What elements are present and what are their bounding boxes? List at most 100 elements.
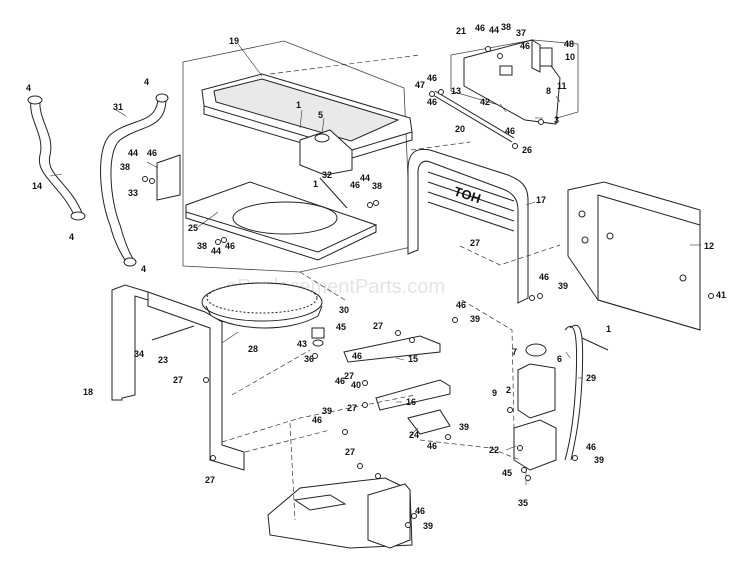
panel-part-12 <box>567 181 701 331</box>
bracket-part-22 <box>513 419 557 471</box>
callout-46o: 46 <box>539 272 549 282</box>
callout-44b: 44 <box>211 246 221 256</box>
assembly-21-outline <box>450 39 579 121</box>
callout-46g: 46 <box>312 415 322 425</box>
callout-27f: 27 <box>345 447 355 457</box>
callout-46i: 46 <box>415 506 425 516</box>
callout-38d: 38 <box>501 22 511 32</box>
callout-19: 19 <box>229 36 239 46</box>
callout-12: 12 <box>704 241 714 251</box>
toh-badge: TOH <box>452 184 483 207</box>
callout-11: 11 <box>557 81 567 91</box>
callout-39e: 39 <box>558 281 568 291</box>
callout-48: 48 <box>564 39 574 49</box>
callout-1: 1 <box>296 100 301 110</box>
callout-7: 7 <box>512 347 517 357</box>
callout-1c: 1 <box>606 324 611 334</box>
callout-4a: 4 <box>26 83 31 93</box>
callout-39a: 39 <box>470 314 480 324</box>
callout-31: 31 <box>113 102 123 112</box>
callout-46b: 46 <box>225 241 235 251</box>
callout-44d: 44 <box>489 25 499 35</box>
radiator-part-19 <box>201 73 413 159</box>
bracket-part-33 <box>156 154 181 201</box>
callout-46a: 46 <box>350 180 360 190</box>
callout-38a: 38 <box>372 181 382 191</box>
callout-39f: 39 <box>594 455 604 465</box>
callout-46c: 46 <box>147 148 157 158</box>
callout-47: 47 <box>415 80 425 90</box>
callout-23: 23 <box>158 355 168 365</box>
callout-40: 40 <box>351 380 361 390</box>
callout-13: 13 <box>451 86 461 96</box>
callout-46n: 46 <box>505 126 515 136</box>
callout-32: 32 <box>322 170 332 180</box>
callout-15: 15 <box>408 354 418 364</box>
hose-part-14 <box>27 95 86 221</box>
callout-42: 42 <box>480 97 490 107</box>
callout-4b: 4 <box>144 77 149 87</box>
callout-21: 21 <box>456 26 466 36</box>
callout-46f: 46 <box>335 376 345 386</box>
latch-part-10 <box>539 47 553 67</box>
callout-6: 6 <box>557 354 562 364</box>
callout-20: 20 <box>455 124 465 134</box>
callout-39c: 39 <box>459 422 469 432</box>
hose-part-29 <box>564 325 578 461</box>
callout-44a: 44 <box>360 173 370 183</box>
callout-33: 33 <box>128 188 138 198</box>
callout-43: 43 <box>297 339 307 349</box>
callout-27c: 27 <box>373 321 383 331</box>
callout-4d: 4 <box>141 264 146 274</box>
callout-4c: 4 <box>69 232 74 242</box>
callout-25: 25 <box>188 223 198 233</box>
callout-35: 35 <box>518 498 528 508</box>
callout-46k: 46 <box>520 41 530 51</box>
callout-9: 9 <box>492 388 497 398</box>
callout-22: 22 <box>489 445 499 455</box>
callout-36: 36 <box>304 354 314 364</box>
callout-39d: 39 <box>423 521 433 531</box>
callout-27e: 27 <box>347 403 357 413</box>
frame-part-18 <box>111 284 245 471</box>
pan-part-25 <box>185 181 378 261</box>
callout-44c: 44 <box>128 148 138 158</box>
fasteners <box>142 46 714 528</box>
callout-29: 29 <box>586 373 596 383</box>
callout-24: 24 <box>409 430 419 440</box>
bracket-part-15 <box>343 335 441 363</box>
fitting-part-30 <box>311 327 325 347</box>
hose-part-31 <box>100 93 169 267</box>
callout-28: 28 <box>248 344 258 354</box>
callout-39b: 39 <box>322 406 332 416</box>
reservoir-part-2 <box>517 343 556 419</box>
callout-38c: 38 <box>120 162 130 172</box>
callout-26: 26 <box>522 145 532 155</box>
callout-16: 16 <box>406 397 416 407</box>
callout-46l: 46 <box>427 73 437 83</box>
callout-46p: 46 <box>586 442 596 452</box>
callout-46e: 46 <box>352 351 362 361</box>
rod-part-23 <box>151 325 195 341</box>
callout-27a: 27 <box>173 375 183 385</box>
callout-46j: 46 <box>475 23 485 33</box>
callout-46d: 46 <box>456 300 466 310</box>
callout-46m: 46 <box>427 97 437 107</box>
callout-45a: 45 <box>336 322 346 332</box>
callout-30: 30 <box>339 305 349 315</box>
callout-3: 3 <box>554 115 559 125</box>
plate-part-24 <box>407 409 451 435</box>
rod-part-32 <box>319 177 348 209</box>
callout-5: 5 <box>318 110 323 120</box>
callout-1b: 1 <box>313 179 318 189</box>
callout-41: 41 <box>716 290 726 300</box>
callout-27d: 27 <box>344 371 354 381</box>
lower-frame <box>267 477 413 549</box>
bracket-part-16 <box>375 379 451 411</box>
callout-45b: 45 <box>502 468 512 478</box>
rod-part-20 <box>432 94 513 143</box>
callout-8: 8 <box>546 86 551 96</box>
plate-part-21 <box>463 39 561 125</box>
callout-18: 18 <box>83 387 93 397</box>
